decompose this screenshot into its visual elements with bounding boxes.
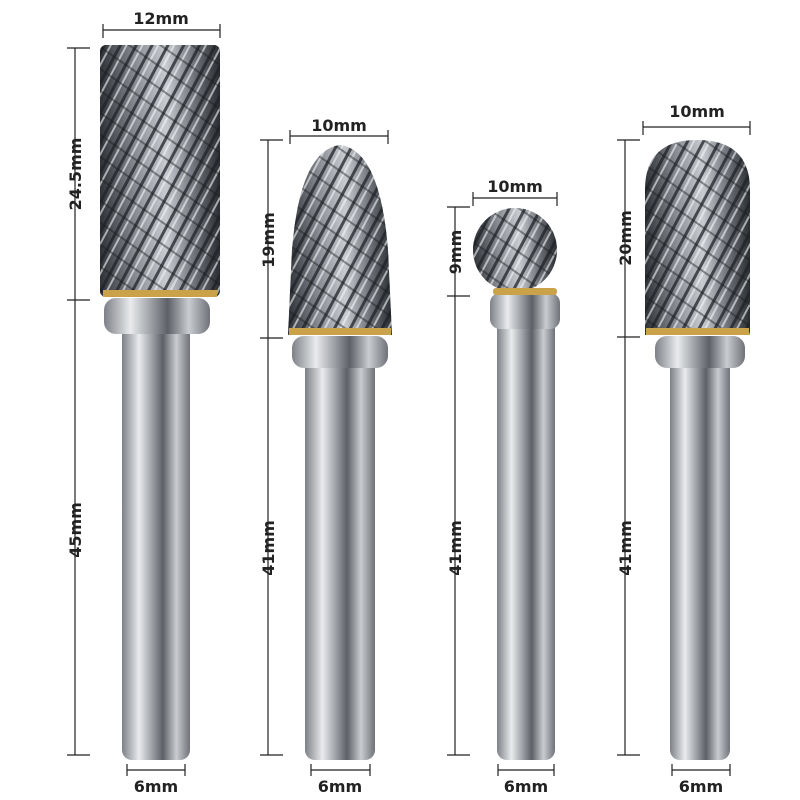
shank-length-label: 41mm	[616, 520, 635, 576]
dimensions-burr-3: 10mm 9mm 41mm 6mm	[446, 177, 558, 796]
dimensions-burr-2: 10mm 19mm 41mm 6mm	[259, 116, 389, 796]
shank-length-label: 41mm	[446, 520, 465, 576]
head-length-label: 20mm	[616, 210, 635, 266]
head-length-label: 24.5mm	[66, 138, 85, 211]
shank-diameter-label: 6mm	[134, 777, 178, 796]
head-length-label: 9mm	[446, 230, 465, 274]
head-width-label: 10mm	[669, 102, 725, 121]
shank-diameter-label: 6mm	[504, 777, 548, 796]
shank-diameter-label: 6mm	[318, 777, 362, 796]
head-width-label: 10mm	[311, 116, 367, 135]
head-length-label: 19mm	[259, 212, 278, 268]
head-width-label: 12mm	[133, 9, 189, 28]
dimensions-burr-1: 12mm 24.5mm 45mm 6mm	[66, 9, 221, 796]
shank-length-label: 45mm	[66, 502, 85, 558]
head-width-label: 10mm	[487, 177, 543, 196]
cylinder-burr	[100, 45, 220, 760]
tree-burr	[288, 145, 392, 760]
ball-burr	[473, 208, 560, 760]
shank	[122, 325, 190, 760]
shank-diameter-label: 6mm	[679, 777, 723, 796]
shank-length-label: 41mm	[259, 520, 278, 576]
neck	[104, 298, 210, 334]
braze-band	[103, 290, 217, 297]
dimensions-burr-4: 10mm 20mm 41mm 6mm	[616, 102, 751, 796]
ball-nose-cylinder-burr	[645, 140, 750, 760]
